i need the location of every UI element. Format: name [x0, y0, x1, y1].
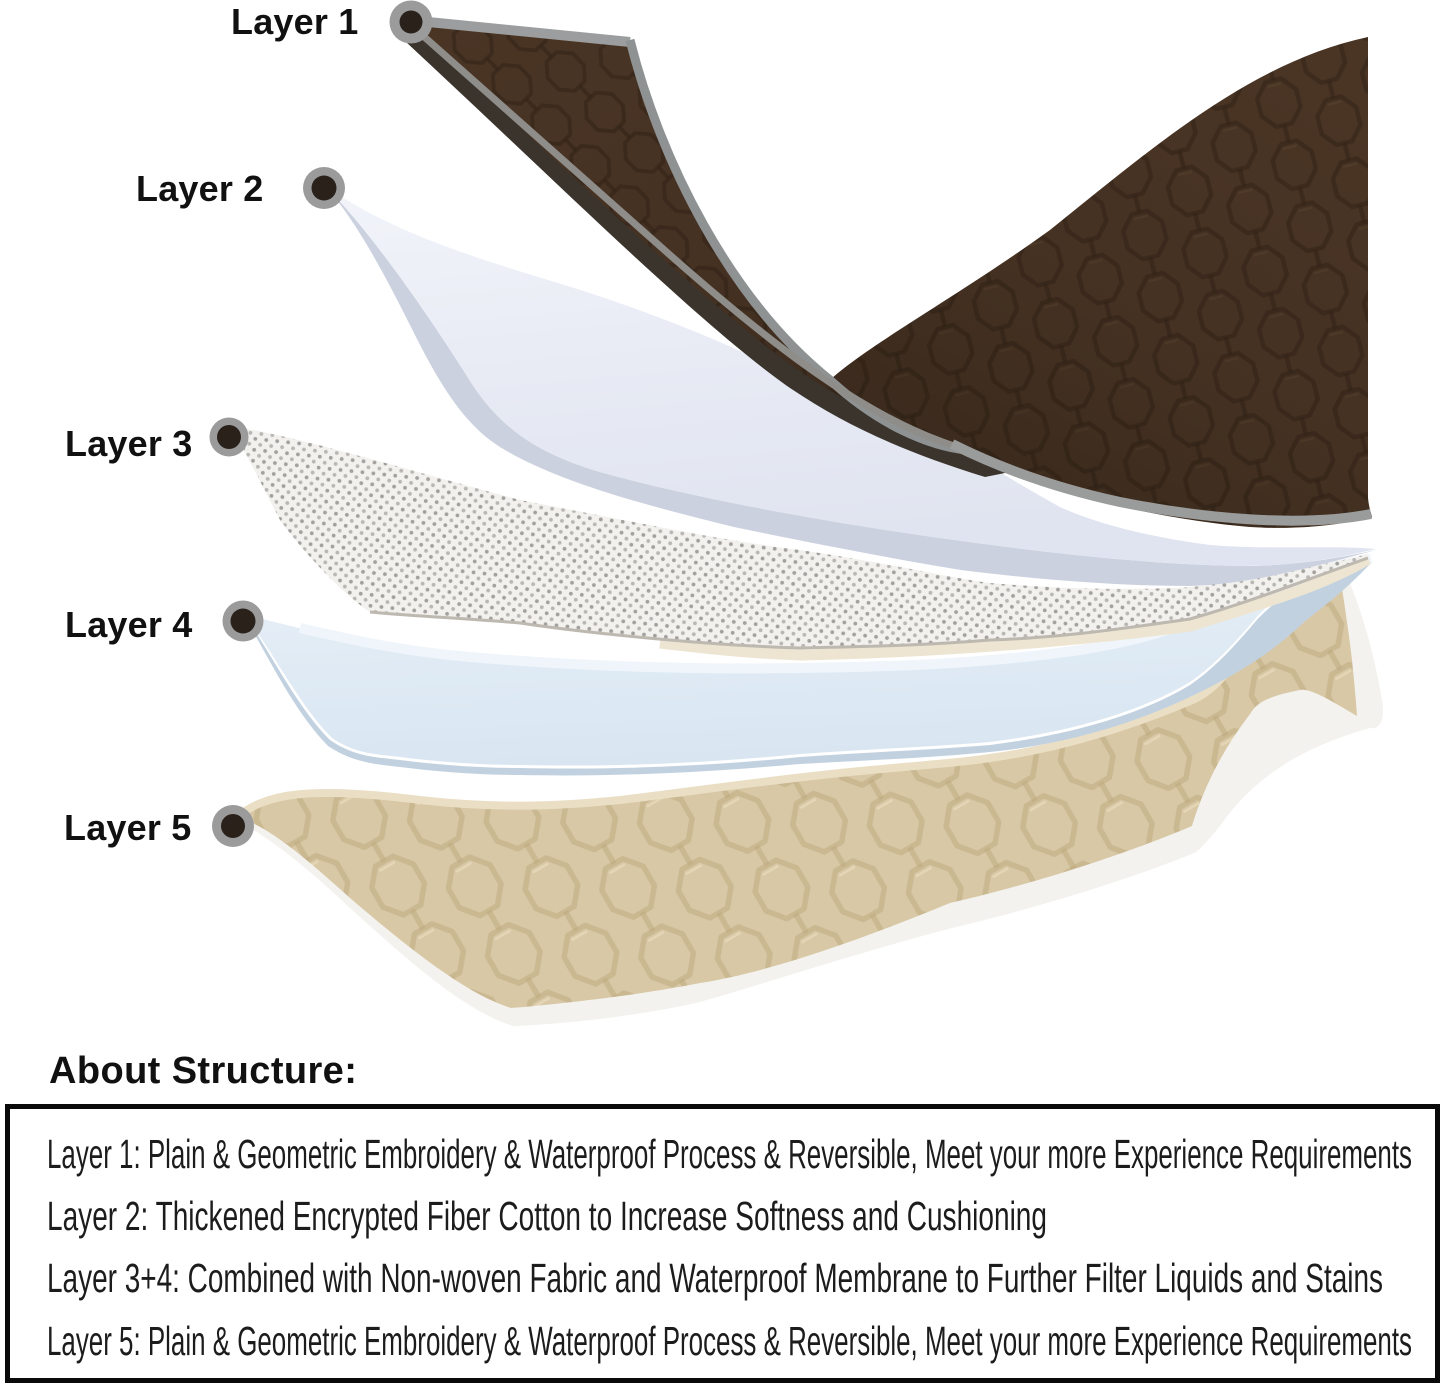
svg-text:Layer 1: Plain & Geometric Emb: Layer 1: Plain & Geometric Embroidery & … [47, 1131, 1412, 1177]
svg-text:Layer 2: Layer 2 [136, 168, 264, 209]
svg-text:Layer 4: Layer 4 [65, 604, 193, 645]
svg-text:Layer 3+4: Combined with Non-w: Layer 3+4: Combined with Non-woven Fabri… [47, 1255, 1383, 1301]
svg-text:Layer 5: Layer 5 [64, 807, 192, 848]
svg-text:Layer 1: Layer 1 [231, 1, 359, 42]
svg-text:Layer 5: Plain & Geometric Emb: Layer 5: Plain & Geometric Embroidery & … [47, 1318, 1412, 1364]
svg-text:Layer 3: Layer 3 [65, 423, 193, 464]
svg-text:Layer 2: Thickened Encrypted F: Layer 2: Thickened Encrypted Fiber Cotto… [47, 1193, 1047, 1239]
svg-text:About Structure:: About Structure: [49, 1050, 357, 1092]
